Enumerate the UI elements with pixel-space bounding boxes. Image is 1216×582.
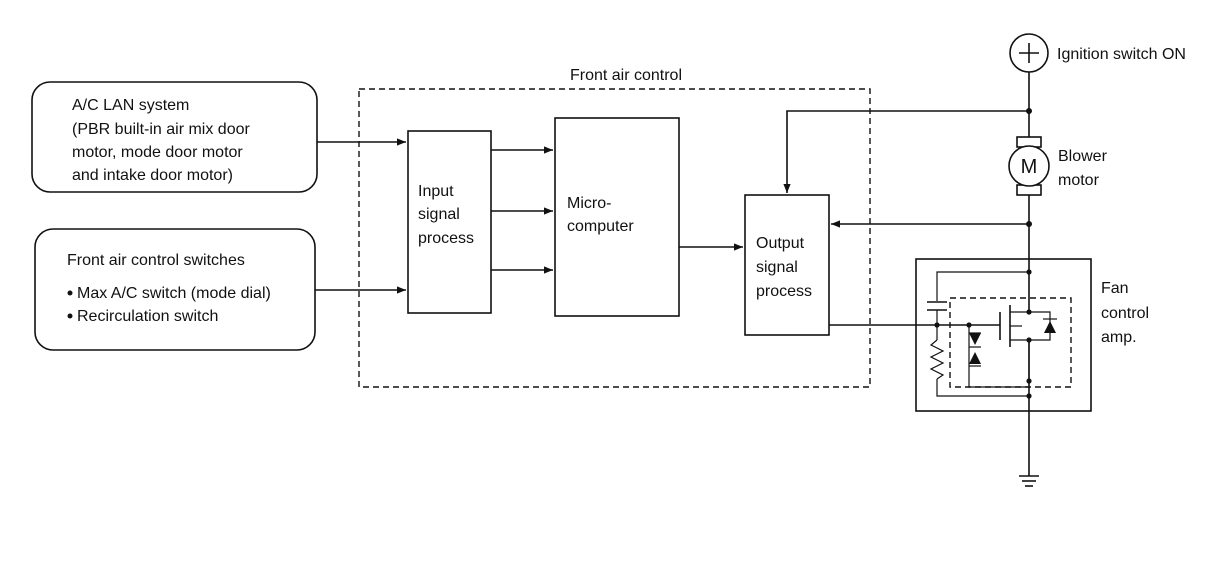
fan-control-amp: Fan control amp. <box>915 258 1149 412</box>
bullet-icon <box>67 313 73 319</box>
svg-text:signal: signal <box>418 206 460 223</box>
svg-text:process: process <box>418 230 474 247</box>
fan-amp-label-3: amp. <box>1101 329 1137 346</box>
front-air-control-title: Front air control <box>570 67 682 84</box>
fan-amp-box <box>915 258 1092 412</box>
fan-amp-label-1: Fan <box>1101 280 1129 297</box>
blower-motor: M Blower motor <box>1008 136 1108 196</box>
svg-text:computer: computer <box>567 218 634 235</box>
switch-item-max-ac: Max A/C switch (mode dial) <box>77 285 271 302</box>
lan-line-2: (PBR built-in air mix door <box>72 121 251 138</box>
svg-text:signal: signal <box>756 259 798 276</box>
front-air-control-group <box>358 88 871 388</box>
resistor-icon <box>929 339 945 380</box>
output-signal-process-block: Output signal process <box>744 194 830 336</box>
ignition-switch: Ignition switch ON <box>1009 33 1186 73</box>
svg-text:Micro-: Micro- <box>567 195 611 212</box>
input-signal-process-block: Input signal process <box>407 130 492 314</box>
ac-lan-system-box: A/C LAN system (PBR built-in air mix doo… <box>31 81 318 193</box>
front-air-control-switches-box: Front air control switches Max A/C switc… <box>34 228 316 351</box>
switch-item-recirculation: Recirculation switch <box>77 308 218 325</box>
mosfet-icon <box>999 305 1032 381</box>
blower-label-2: motor <box>1058 172 1100 189</box>
switches-title: Front air control switches <box>67 252 245 269</box>
lan-line-1: A/C LAN system <box>72 97 189 114</box>
microcomputer-block: Micro- computer <box>554 117 680 317</box>
ground-icon <box>1019 475 1039 487</box>
ignition-feedback-arrow <box>783 110 1029 193</box>
body-diode-icon <box>1029 311 1057 341</box>
svg-text:M: M <box>1021 156 1038 178</box>
lan-line-3: motor, mode door motor <box>72 144 243 161</box>
plus-icon <box>1009 33 1049 73</box>
zener-diode-icon <box>969 332 981 367</box>
svg-text:Input: Input <box>418 183 454 200</box>
fan-amp-label-2: control <box>1101 305 1149 322</box>
svg-text:Output: Output <box>756 235 805 252</box>
blower-label-1: Blower <box>1058 148 1108 165</box>
lan-line-4: and intake door motor) <box>72 167 233 184</box>
svg-text:process: process <box>756 283 812 300</box>
bullet-icon <box>67 290 73 296</box>
ignition-label: Ignition switch ON <box>1057 46 1186 63</box>
motor-icon <box>1008 145 1050 187</box>
